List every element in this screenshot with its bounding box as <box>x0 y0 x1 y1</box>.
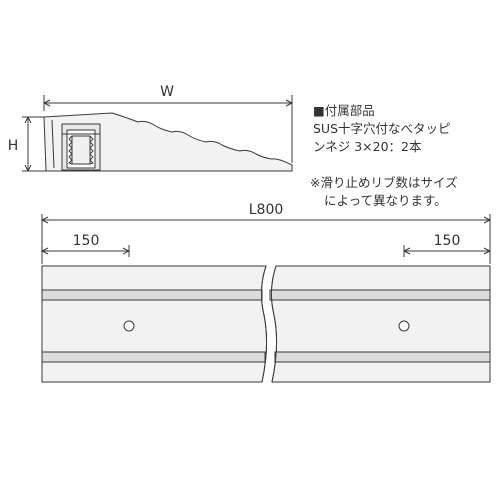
rib-groove <box>41 351 266 363</box>
rib-groove <box>269 289 491 301</box>
screw-hole-left <box>123 320 135 332</box>
width-label: W <box>160 84 174 100</box>
accessories-line-2: ンネジ 3×20：2本 <box>313 139 422 154</box>
top-view-right-segment <box>269 265 491 383</box>
accessories-heading: ■付属部品 <box>313 103 375 118</box>
break-line-right <box>270 265 278 383</box>
screw-section <box>61 123 101 171</box>
right-offset-label: 150 <box>434 233 461 249</box>
ramp-profile-outline <box>43 112 293 172</box>
accessories-note: ■付属部品 SUS十字穴付なべタッピ ンネジ 3×20：2本 <box>313 102 451 156</box>
profile-inner-line <box>51 119 55 169</box>
height-label: H <box>8 138 19 154</box>
screw-thread-right <box>89 135 94 165</box>
rib-note-line-1: ※滑り止めリブ数はサイズ <box>310 175 458 190</box>
length-dimensions <box>40 214 492 264</box>
anti-slip-rib-note: ※滑り止めリブ数はサイズ によって異なります。 <box>310 174 458 210</box>
screw-thread-left <box>68 135 73 165</box>
dimension-labels: W H L800 150 150 <box>8 84 461 249</box>
rib-groove <box>41 289 263 301</box>
left-offset-label: 150 <box>73 233 100 249</box>
rib-groove <box>274 351 491 363</box>
screw-hole-right <box>398 320 410 332</box>
width-dimension <box>43 95 293 163</box>
side-profile-view <box>22 95 293 172</box>
rib-note-line-2: によって異なります。 <box>324 193 447 208</box>
screw-body <box>71 135 91 165</box>
break-line-left <box>260 265 268 383</box>
height-dimension <box>22 116 46 172</box>
accessories-line-1: SUS十字穴付なべタッピ <box>313 121 451 136</box>
top-view <box>41 265 491 383</box>
top-view-left-segment <box>41 265 268 383</box>
length-label: L800 <box>249 202 284 218</box>
